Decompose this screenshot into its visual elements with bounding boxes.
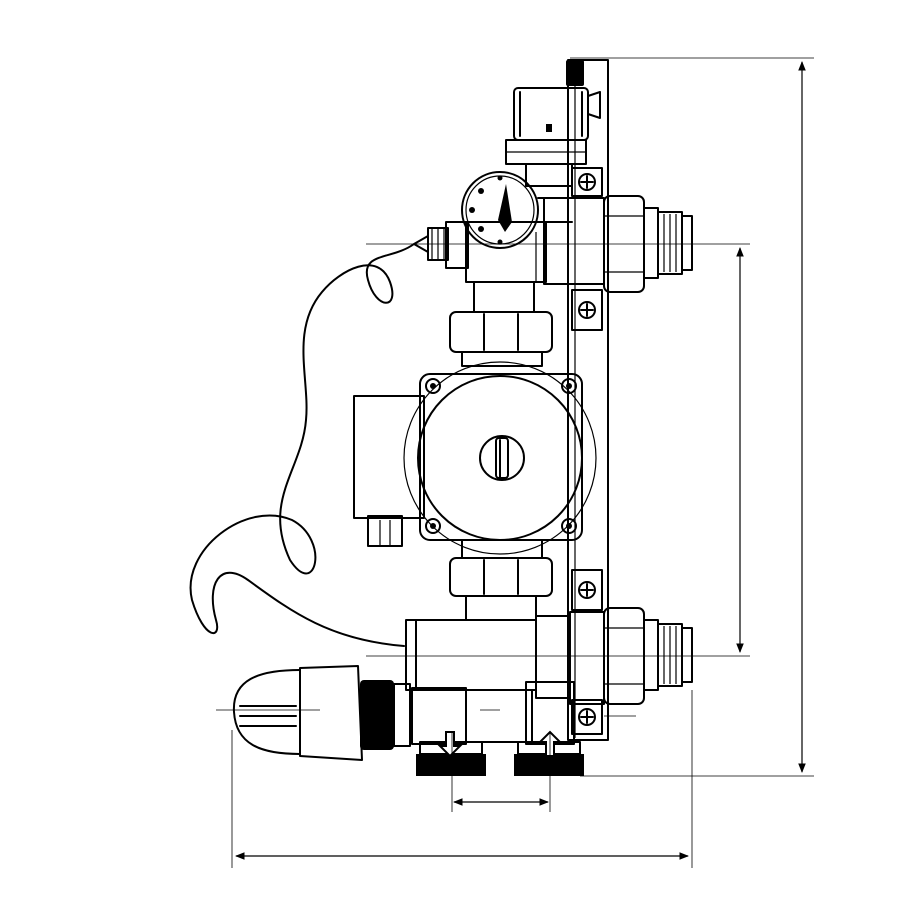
mounting-screw-icon <box>578 301 596 319</box>
sensor-capillary-cable <box>189 243 415 647</box>
temperature-sensor <box>413 221 469 269</box>
mounting-screw-icon <box>578 581 596 599</box>
mounting-screw-icon <box>578 173 596 191</box>
upper-pipe <box>465 197 605 313</box>
dimension-overall-width <box>231 690 693 868</box>
thermostatic-head-icon <box>232 665 411 761</box>
mounting-plate <box>567 59 609 741</box>
bottom-left-connection <box>416 731 486 776</box>
centerlines <box>216 243 694 812</box>
dimension-connection-spacing <box>694 243 750 657</box>
thermometer-dial-icon <box>461 171 573 249</box>
mixing-valve-body <box>405 611 605 745</box>
lower-union-nut <box>449 539 553 621</box>
dimension-overall-height <box>570 57 814 777</box>
upper-union-nut <box>449 311 553 367</box>
pump-terminal-box <box>353 395 425 547</box>
mounting-screw-icon <box>578 708 596 726</box>
air-vent-icon <box>505 60 601 187</box>
